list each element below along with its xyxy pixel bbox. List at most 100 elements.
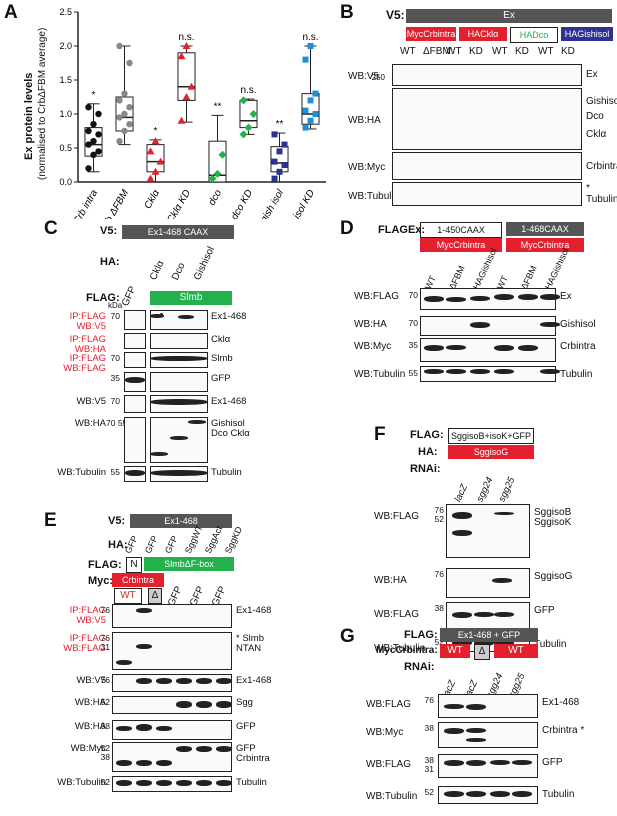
blot-band (156, 678, 172, 684)
e-row-right: Ex1-468 (236, 675, 272, 686)
e-row-label: IP:FLAG WB:V5 (69, 605, 106, 626)
g-row-label: WB:FLAG (366, 699, 412, 710)
blot-band (470, 322, 490, 328)
f-row-label: WB:HA (374, 575, 407, 586)
e-ha-lane: SggWT (182, 523, 205, 555)
b-ha-dco: HADco (510, 27, 558, 43)
data-point (218, 150, 227, 159)
c-blot-left (124, 333, 146, 349)
g-blot (438, 754, 538, 778)
f-sgg: SggisoG (448, 445, 534, 459)
significance-label: * (92, 90, 96, 101)
c-flag: FLAG: (86, 292, 120, 304)
c-row-kda: 70 (110, 396, 120, 406)
c-row-right: Tubulin (211, 467, 242, 478)
category-label: gish isol (259, 187, 287, 219)
c-lane-dco: Dco (170, 261, 188, 282)
b-ex-bar: Ex (406, 9, 612, 23)
g-wt-2: WT (494, 644, 538, 658)
blot-band (444, 728, 464, 734)
e-flag: FLAG: (88, 559, 122, 571)
b-blot-tub (392, 182, 582, 206)
data-point (281, 162, 288, 168)
data-point (187, 82, 196, 90)
data-point (208, 174, 217, 183)
e-row-kda: 38 (100, 721, 110, 731)
blot-band (136, 608, 152, 613)
f-lane: sgg25 (496, 475, 518, 504)
g-row-kda: 76 (424, 695, 434, 705)
y-tick-label: 1.0 (59, 109, 72, 119)
data-point (276, 148, 283, 155)
e-row-label: WB:Myc (70, 743, 106, 754)
d-construct-2: 1-468CAAX (506, 222, 584, 236)
f-lane: lacZ (452, 482, 471, 504)
d-row-kda: 35 (408, 340, 418, 350)
panel-label-f: F (374, 424, 386, 445)
c-row-label: WB:V5 (76, 396, 106, 407)
category-label: gish isol KD (281, 188, 317, 219)
e-row-label: WB:HA (74, 721, 106, 732)
data-point (116, 138, 123, 145)
blot-band (424, 345, 444, 351)
blot-band (452, 640, 472, 646)
d-row-kda: 55 (408, 368, 418, 378)
e-row-kda: 52 (100, 777, 110, 787)
e-v5: V5: (108, 515, 126, 527)
b-right-tubulin: Tubulin (586, 194, 617, 205)
d-row-label: WB:Tubulin (354, 369, 406, 380)
blot-band (156, 780, 172, 786)
g-delta: Δ (474, 644, 490, 660)
c-row-right: Ex1-468 (211, 396, 247, 407)
b-lane-label: WT (400, 46, 416, 57)
g-construct: Ex1-468 + GFP (440, 628, 538, 642)
b-lane-label: KD (561, 46, 575, 57)
data-point (85, 165, 92, 172)
e-row-right: GFP Crbintra (236, 743, 270, 764)
data-point (307, 97, 314, 104)
blot-band (424, 369, 444, 374)
b-ha-gish: HAGishisol (561, 27, 613, 41)
data-point (126, 59, 133, 67)
b-lane-label: KD (515, 46, 529, 57)
data-point (151, 137, 160, 145)
data-point (177, 52, 186, 60)
e-row-kda: 76 (100, 605, 110, 615)
category-label: Crb ΔFBM (98, 187, 131, 219)
blot-band (474, 612, 494, 617)
blot-band (150, 314, 164, 318)
blot-band (176, 746, 192, 752)
blot-band (116, 780, 132, 786)
b-row-ha: WB:HA (348, 115, 381, 126)
f-blot (446, 568, 530, 598)
c-row-label: IP:FLAG WB:V5 (69, 311, 106, 332)
blot-band (125, 470, 145, 476)
data-point (146, 147, 155, 155)
e-ha-lane: GFP (122, 533, 140, 555)
b-blot-ha (392, 88, 582, 150)
data-point (307, 43, 314, 49)
c-blot-right (150, 310, 208, 330)
blot-band (492, 578, 512, 583)
data-point (121, 110, 128, 118)
g-row-right: Crbintra * (542, 725, 585, 736)
blot-band (494, 369, 514, 374)
c-row-kda: 70 (110, 353, 120, 363)
f-row-label: WB:FLAG (374, 511, 420, 522)
category-label: dco KD (229, 188, 255, 219)
d-row-kda: 70 (408, 318, 418, 328)
b-lane-label: WT (446, 46, 462, 57)
data-point (90, 151, 97, 158)
c-row-label: IP:FLAG WB:FLAG (63, 353, 106, 374)
blot-band (176, 701, 192, 708)
blot-band (216, 701, 232, 708)
significance-label: * (154, 126, 158, 137)
e-ha-lane: SggKD (222, 524, 245, 555)
d-flag-ex: FLAGEx: (378, 224, 426, 236)
blot-band (518, 345, 538, 351)
data-point (239, 96, 248, 105)
blot-band (216, 780, 232, 786)
g-row-kda: 38 (424, 723, 434, 733)
